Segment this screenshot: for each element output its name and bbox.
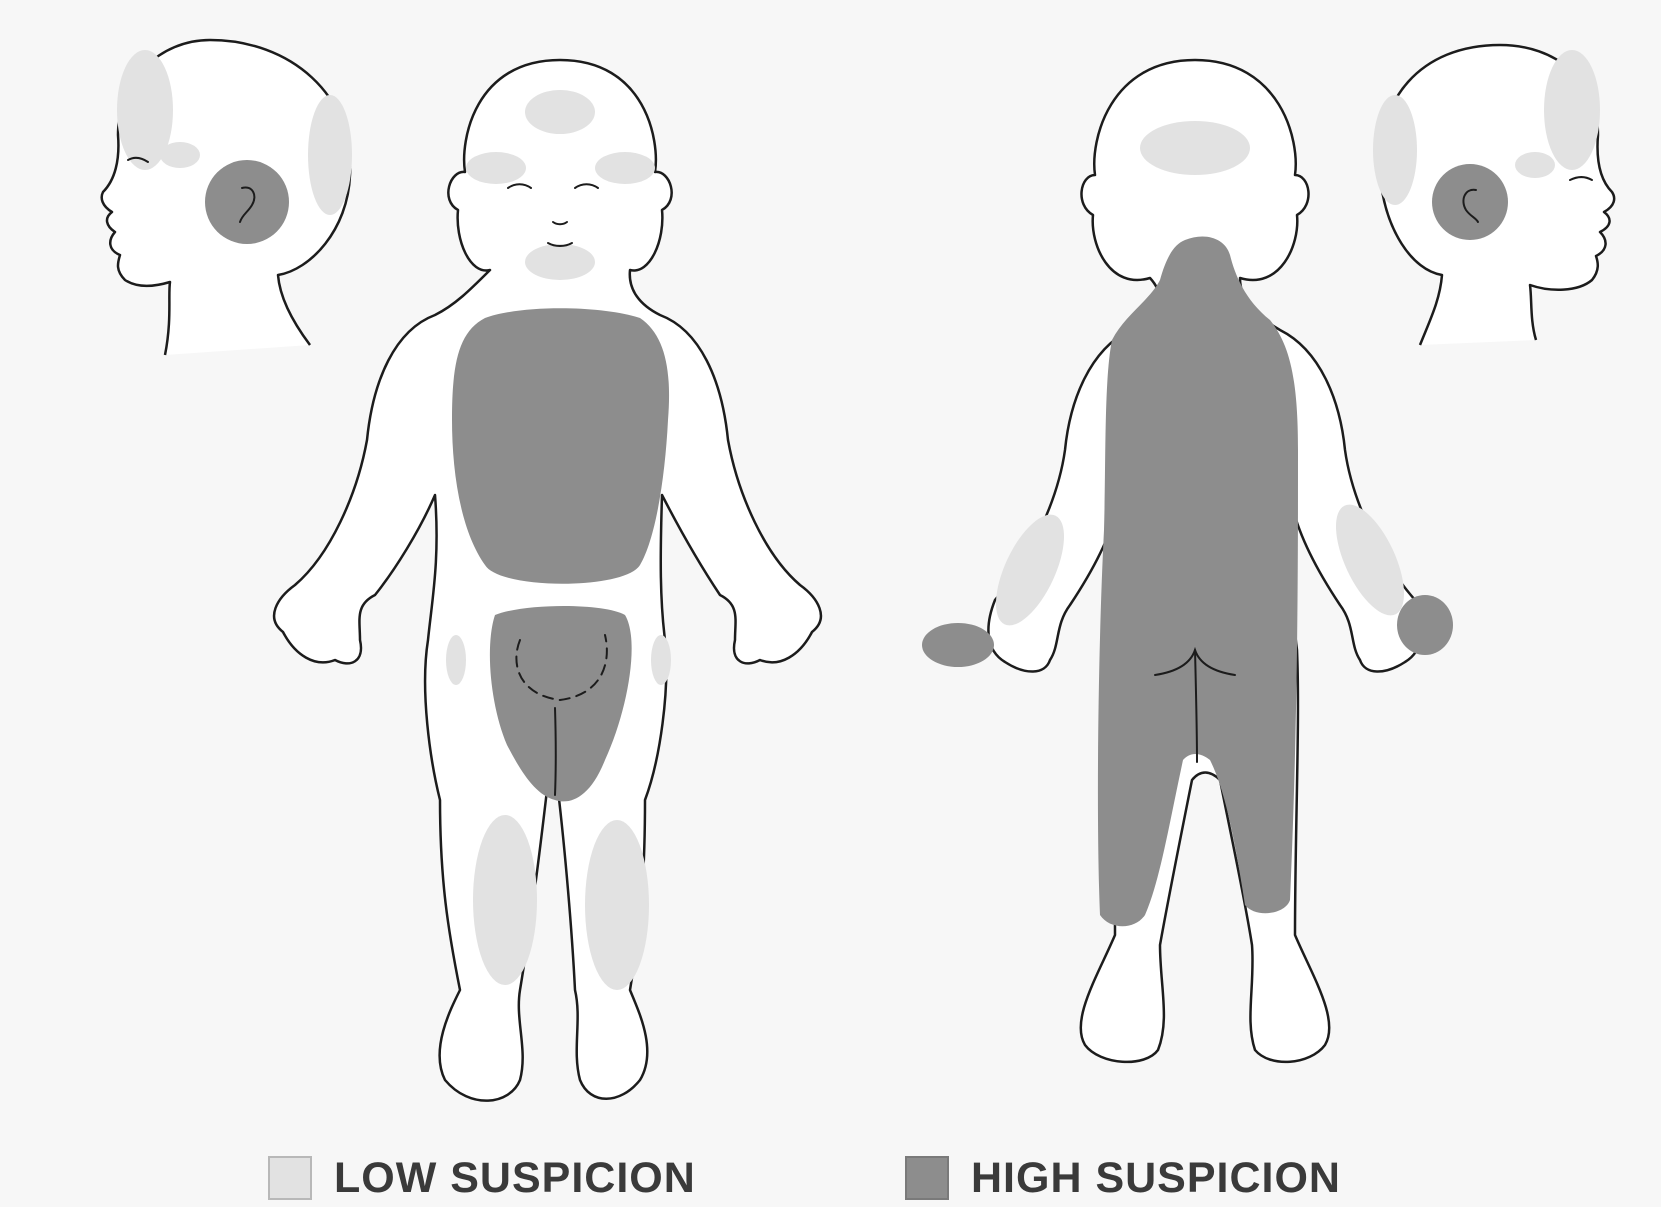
front-left-hip-low-zone (446, 635, 466, 685)
front-right-cheek-low-zone (595, 152, 655, 184)
left-profile-ear-high-zone (205, 160, 289, 244)
front-left-shin-low-zone (473, 815, 537, 985)
front-left-cheek-low-zone (466, 152, 526, 184)
front-body (274, 60, 821, 1101)
back-body (922, 60, 1453, 1062)
high-suspicion-label: HIGH SUSPICION (971, 1154, 1341, 1203)
right-profile-cheek-low-zone (1515, 152, 1555, 178)
back-right-hand-high-zone (1397, 595, 1453, 655)
legend-high-suspicion: HIGH SUSPICION (905, 1152, 1341, 1204)
high-suspicion-swatch (905, 1156, 949, 1200)
left-profile-cheek-low-zone (160, 142, 200, 168)
left-profile-back-head-low-zone (308, 95, 352, 215)
low-suspicion-swatch (268, 1156, 312, 1200)
front-chin-low-zone (525, 244, 595, 280)
right-profile-head (1373, 45, 1614, 345)
right-profile-back-head-low-zone (1373, 95, 1417, 205)
right-profile-crown-low-zone (1544, 50, 1600, 170)
front-right-hip-low-zone (651, 635, 671, 685)
front-leg-divider (555, 708, 556, 795)
body-map-diagram (0, 0, 1661, 1140)
back-head-low-zone (1140, 121, 1250, 175)
left-profile-head (102, 40, 352, 355)
back-left-hand-high-zone (922, 623, 994, 667)
back-spine-buttocks-legs-high-zone (1098, 236, 1298, 926)
legend-low-suspicion: LOW SUSPICION (268, 1152, 696, 1204)
front-torso-high-zone (452, 308, 669, 584)
low-suspicion-label: LOW SUSPICION (334, 1154, 696, 1203)
right-profile-ear-high-zone (1432, 164, 1508, 240)
front-right-shin-low-zone (585, 820, 649, 990)
front-forehead-low-zone (525, 90, 595, 134)
